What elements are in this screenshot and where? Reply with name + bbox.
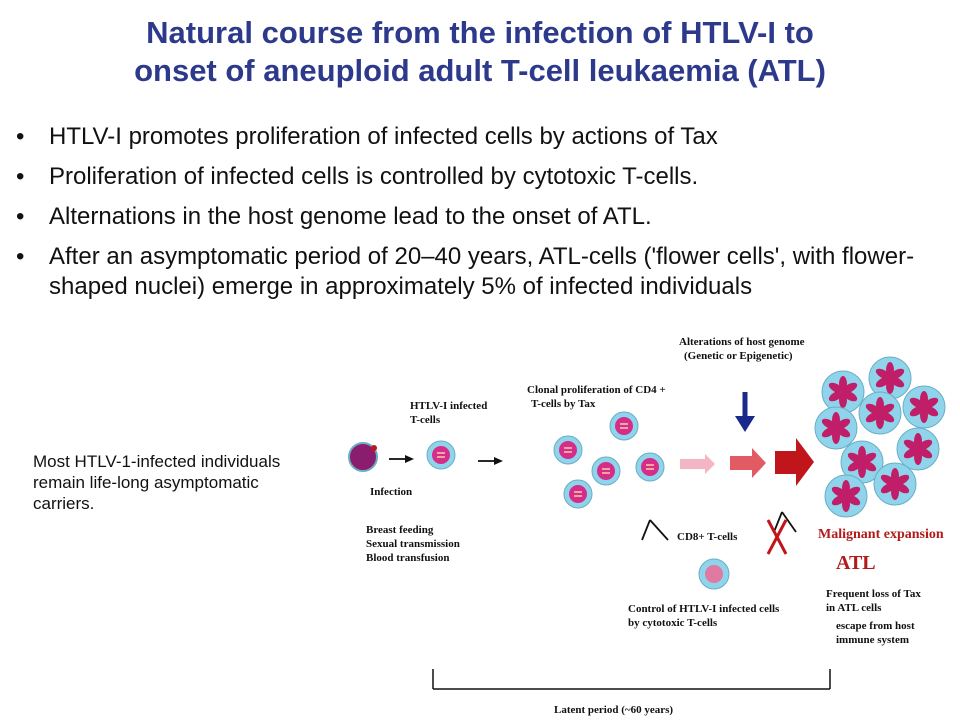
title-line-1: Natural course from the infection of HTL…: [146, 15, 814, 50]
flower-cell: [858, 391, 902, 435]
bullet-text: HTLV-I promotes proliferation of infecte…: [49, 123, 718, 150]
clonal-cell: [635, 452, 665, 482]
clonal-cell: [591, 456, 621, 486]
bullet-item: • HTLV-I promotes proliferation of infect…: [14, 122, 954, 152]
infected-t-cell: [426, 440, 456, 470]
cd8-receptor-right: [773, 511, 797, 533]
arrow-to-clonal-proliferation: [478, 457, 503, 465]
flower-cell: [824, 474, 868, 518]
bullet-list: • HTLV-I promotes proliferation of infect…: [14, 122, 954, 312]
bullet-glyph: •: [16, 123, 25, 150]
clonal-cell: [609, 411, 639, 441]
clonal-cell: [563, 479, 593, 509]
cd8-label: CD8+ T-cells: [677, 531, 738, 543]
bullet-item: • After an asymptomatic period of 20–40 y…: [14, 242, 954, 302]
progression-arrow-light: [680, 454, 715, 474]
clonal-cell-cluster: [553, 411, 665, 509]
virus-attachment: [348, 442, 378, 472]
flower-cell: [902, 385, 946, 429]
malignant-expansion-label: Malignant expansion: [818, 527, 944, 542]
latent-period-bracket: [432, 669, 831, 690]
cd8-receptor-left: [641, 519, 669, 541]
arrow-to-infected-cell: [389, 455, 414, 463]
infection-label: Infection: [370, 486, 412, 498]
bullet-text: After an asymptomatic period of 20–40 ye…: [49, 243, 915, 300]
cd8-cell: [698, 558, 730, 590]
progression-arrow-strong: [775, 438, 814, 486]
flower-cell: [814, 406, 858, 450]
atl-label: ATL: [836, 552, 876, 574]
latent-period-label: Latent period (~60 years): [554, 704, 673, 716]
bullet-glyph: •: [16, 163, 25, 190]
flower-cell: [821, 370, 865, 414]
clonal-cell: [553, 435, 583, 465]
side-note: Most HTLV-1-infected individuals remain …: [33, 452, 281, 513]
bullet-item: • Proliferation of infected cells is cont…: [14, 162, 954, 192]
flower-cell: [873, 462, 917, 506]
bullet-glyph: •: [16, 243, 25, 270]
slide-title: Natural course from the infection of HTL…: [0, 14, 960, 90]
bullet-item: • Alternations in the host genome lead to…: [14, 202, 954, 232]
flower-cell: [896, 427, 940, 471]
title-line-2: onset of aneuploid adult T-cell leukaemi…: [134, 53, 826, 88]
atl-flower-cell-cluster: [814, 356, 946, 518]
blocked-cross-icon: [766, 519, 788, 555]
bullet-text: Alternations in the host genome lead to …: [49, 203, 652, 230]
progression-arrow-mid: [730, 448, 766, 478]
genome-alteration-down-arrow: [735, 392, 755, 432]
clonal-proliferation-label: Clonal proliferation of CD4 +T-cells by …: [527, 384, 666, 410]
alterations-label: Alterations of host genome(Genetic or Ep…: [679, 336, 805, 362]
bullet-glyph: •: [16, 203, 25, 230]
bullet-text: Proliferation of infected cells is contr…: [49, 163, 699, 190]
